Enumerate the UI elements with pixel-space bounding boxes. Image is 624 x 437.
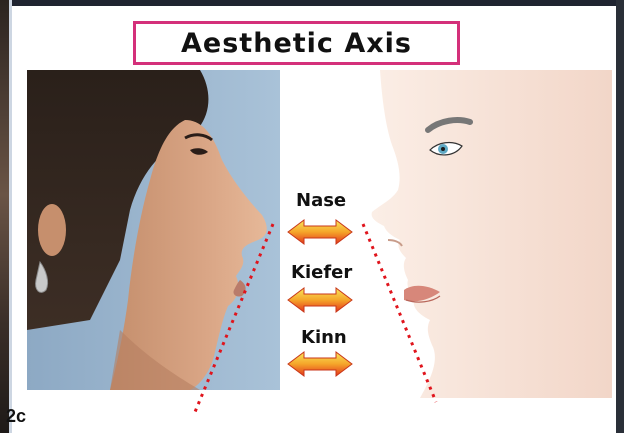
- arrow-jaw: [288, 288, 352, 312]
- title-text: Aesthetic Axis: [181, 28, 412, 59]
- label-jaw: Kiefer: [291, 262, 352, 283]
- label-nose: Nase: [296, 190, 346, 211]
- title-box: Aesthetic Axis: [133, 21, 460, 65]
- label-chin: Kinn: [301, 327, 347, 348]
- arrow-nose: [288, 220, 352, 244]
- drawn-profile: [372, 70, 612, 398]
- photo-profile: [27, 70, 280, 390]
- arrow-chin: [288, 352, 352, 376]
- figure-label: 2c: [6, 406, 26, 427]
